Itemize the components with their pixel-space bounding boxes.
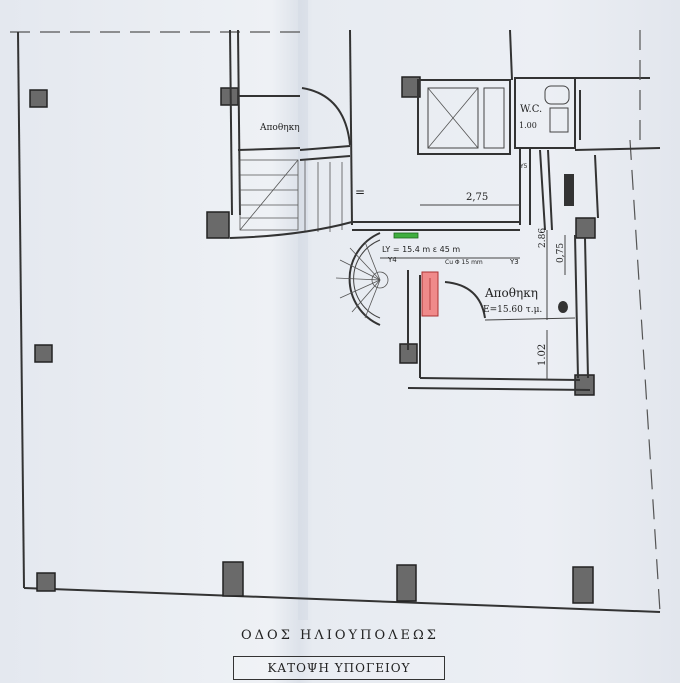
wc-dimension: 1.00 <box>519 121 537 130</box>
wall <box>229 29 233 216</box>
dim-102: 1.02 <box>537 344 548 366</box>
spiral-stair <box>335 232 389 326</box>
wall <box>574 234 579 379</box>
right-boundary-line <box>629 139 661 613</box>
straight-stair <box>239 159 343 232</box>
column <box>220 87 239 106</box>
wall <box>594 154 599 219</box>
column <box>29 89 48 108</box>
column <box>401 76 421 98</box>
wall <box>547 149 553 231</box>
y3-label: Y3 <box>509 258 519 266</box>
wall <box>539 149 546 231</box>
wall <box>407 387 591 391</box>
y4-label: Y4 <box>387 256 397 264</box>
radiator <box>564 174 574 206</box>
storage-upper-label: Αποθηκη <box>259 123 300 133</box>
wc-room <box>514 77 576 149</box>
pipe-marker <box>393 232 419 239</box>
wall <box>574 147 661 151</box>
column <box>206 211 230 239</box>
wall <box>229 221 520 239</box>
pipe-size-label: Cu Φ 15 mm <box>445 259 483 266</box>
wall <box>509 29 513 81</box>
paper-fold <box>298 0 308 620</box>
column <box>575 217 596 239</box>
left-wall <box>17 31 25 589</box>
elevator-shaft <box>417 79 511 155</box>
column <box>36 572 56 592</box>
column <box>396 564 417 602</box>
plan-title: ΚΑΤΟΨΗ ΥΠΟΓΕΙΟΥ <box>233 656 445 680</box>
street-name: ΟΔΟΣ ΗΛΙΟΥΠΟΛΕΩΣ <box>241 628 439 643</box>
wall <box>299 145 351 151</box>
wall <box>349 29 353 226</box>
dim-075: 0,75 <box>556 243 566 263</box>
dim-275: 2,75 <box>466 192 488 203</box>
door-swing <box>444 281 486 319</box>
wall <box>419 377 581 381</box>
wall <box>584 237 589 379</box>
dim-286: 2.86 <box>538 228 548 248</box>
wall <box>237 147 301 151</box>
storage-main-label: Αποθηκη <box>484 286 538 300</box>
column <box>572 566 594 604</box>
wall <box>484 317 576 321</box>
storage-main-area: E=15.60 τ.μ. <box>483 305 542 315</box>
wc-label: W.C. <box>520 104 542 115</box>
column <box>34 344 53 363</box>
pipe-label: LY = 15.4 m ε 45 m <box>382 245 460 254</box>
y5-label: Y5 <box>519 163 528 170</box>
door-swing <box>301 87 351 146</box>
drain-symbol <box>558 301 568 313</box>
street-front-line <box>23 587 661 613</box>
wall <box>299 155 351 161</box>
wall-mark: = <box>355 185 365 199</box>
column <box>222 561 244 597</box>
